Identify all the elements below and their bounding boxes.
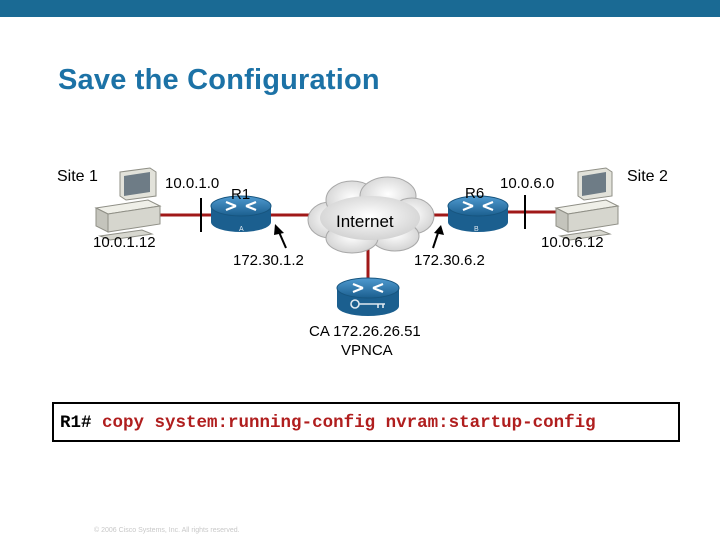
router-icon (210, 195, 272, 232)
workstation-icon (554, 167, 620, 241)
site1-host-ip-label: 10.0.1.12 (93, 234, 156, 251)
internet-label: Internet (336, 212, 394, 231)
r6-label: R6 (465, 185, 485, 202)
ca-address-label: CA 172.26.26.51 (309, 323, 421, 340)
site2-label: Site 2 (627, 168, 668, 185)
r1-label: R1 (231, 186, 251, 203)
r6-badge: B (474, 226, 479, 233)
arrow-icon (274, 224, 287, 249)
internet-cloud-icon (307, 176, 435, 254)
key-icon (350, 299, 385, 309)
ca-name-label: VPNCA (341, 342, 393, 359)
ca-router-icon (336, 277, 400, 316)
top-banner (0, 0, 720, 17)
r1-external-ip-label: 172.30.1.2 (233, 252, 304, 269)
site1-network-label: 10.0.1.0 (165, 175, 220, 192)
cli-command: copy system:running-config nvram:startup… (102, 413, 596, 433)
router-icon (447, 195, 509, 232)
arrow-icon (432, 225, 444, 249)
workstation-icon (94, 167, 162, 241)
r1-badge: A (239, 226, 244, 233)
command-box: R1# copy system:running-config nvram:sta… (52, 402, 680, 442)
cli-prompt: R1# (60, 413, 92, 433)
r6-external-ip-label: 172.30.6.2 (414, 252, 485, 269)
site1-label: Site 1 (57, 168, 98, 185)
slide-title: Save the Configuration (58, 64, 380, 96)
network-links (150, 195, 570, 278)
site2-network-label: 10.0.6.0 (500, 175, 555, 192)
copyright-footer: © 2006 Cisco Systems, Inc. All rights re… (94, 527, 240, 534)
site2-host-ip-label: 10.0.6.12 (541, 234, 604, 251)
